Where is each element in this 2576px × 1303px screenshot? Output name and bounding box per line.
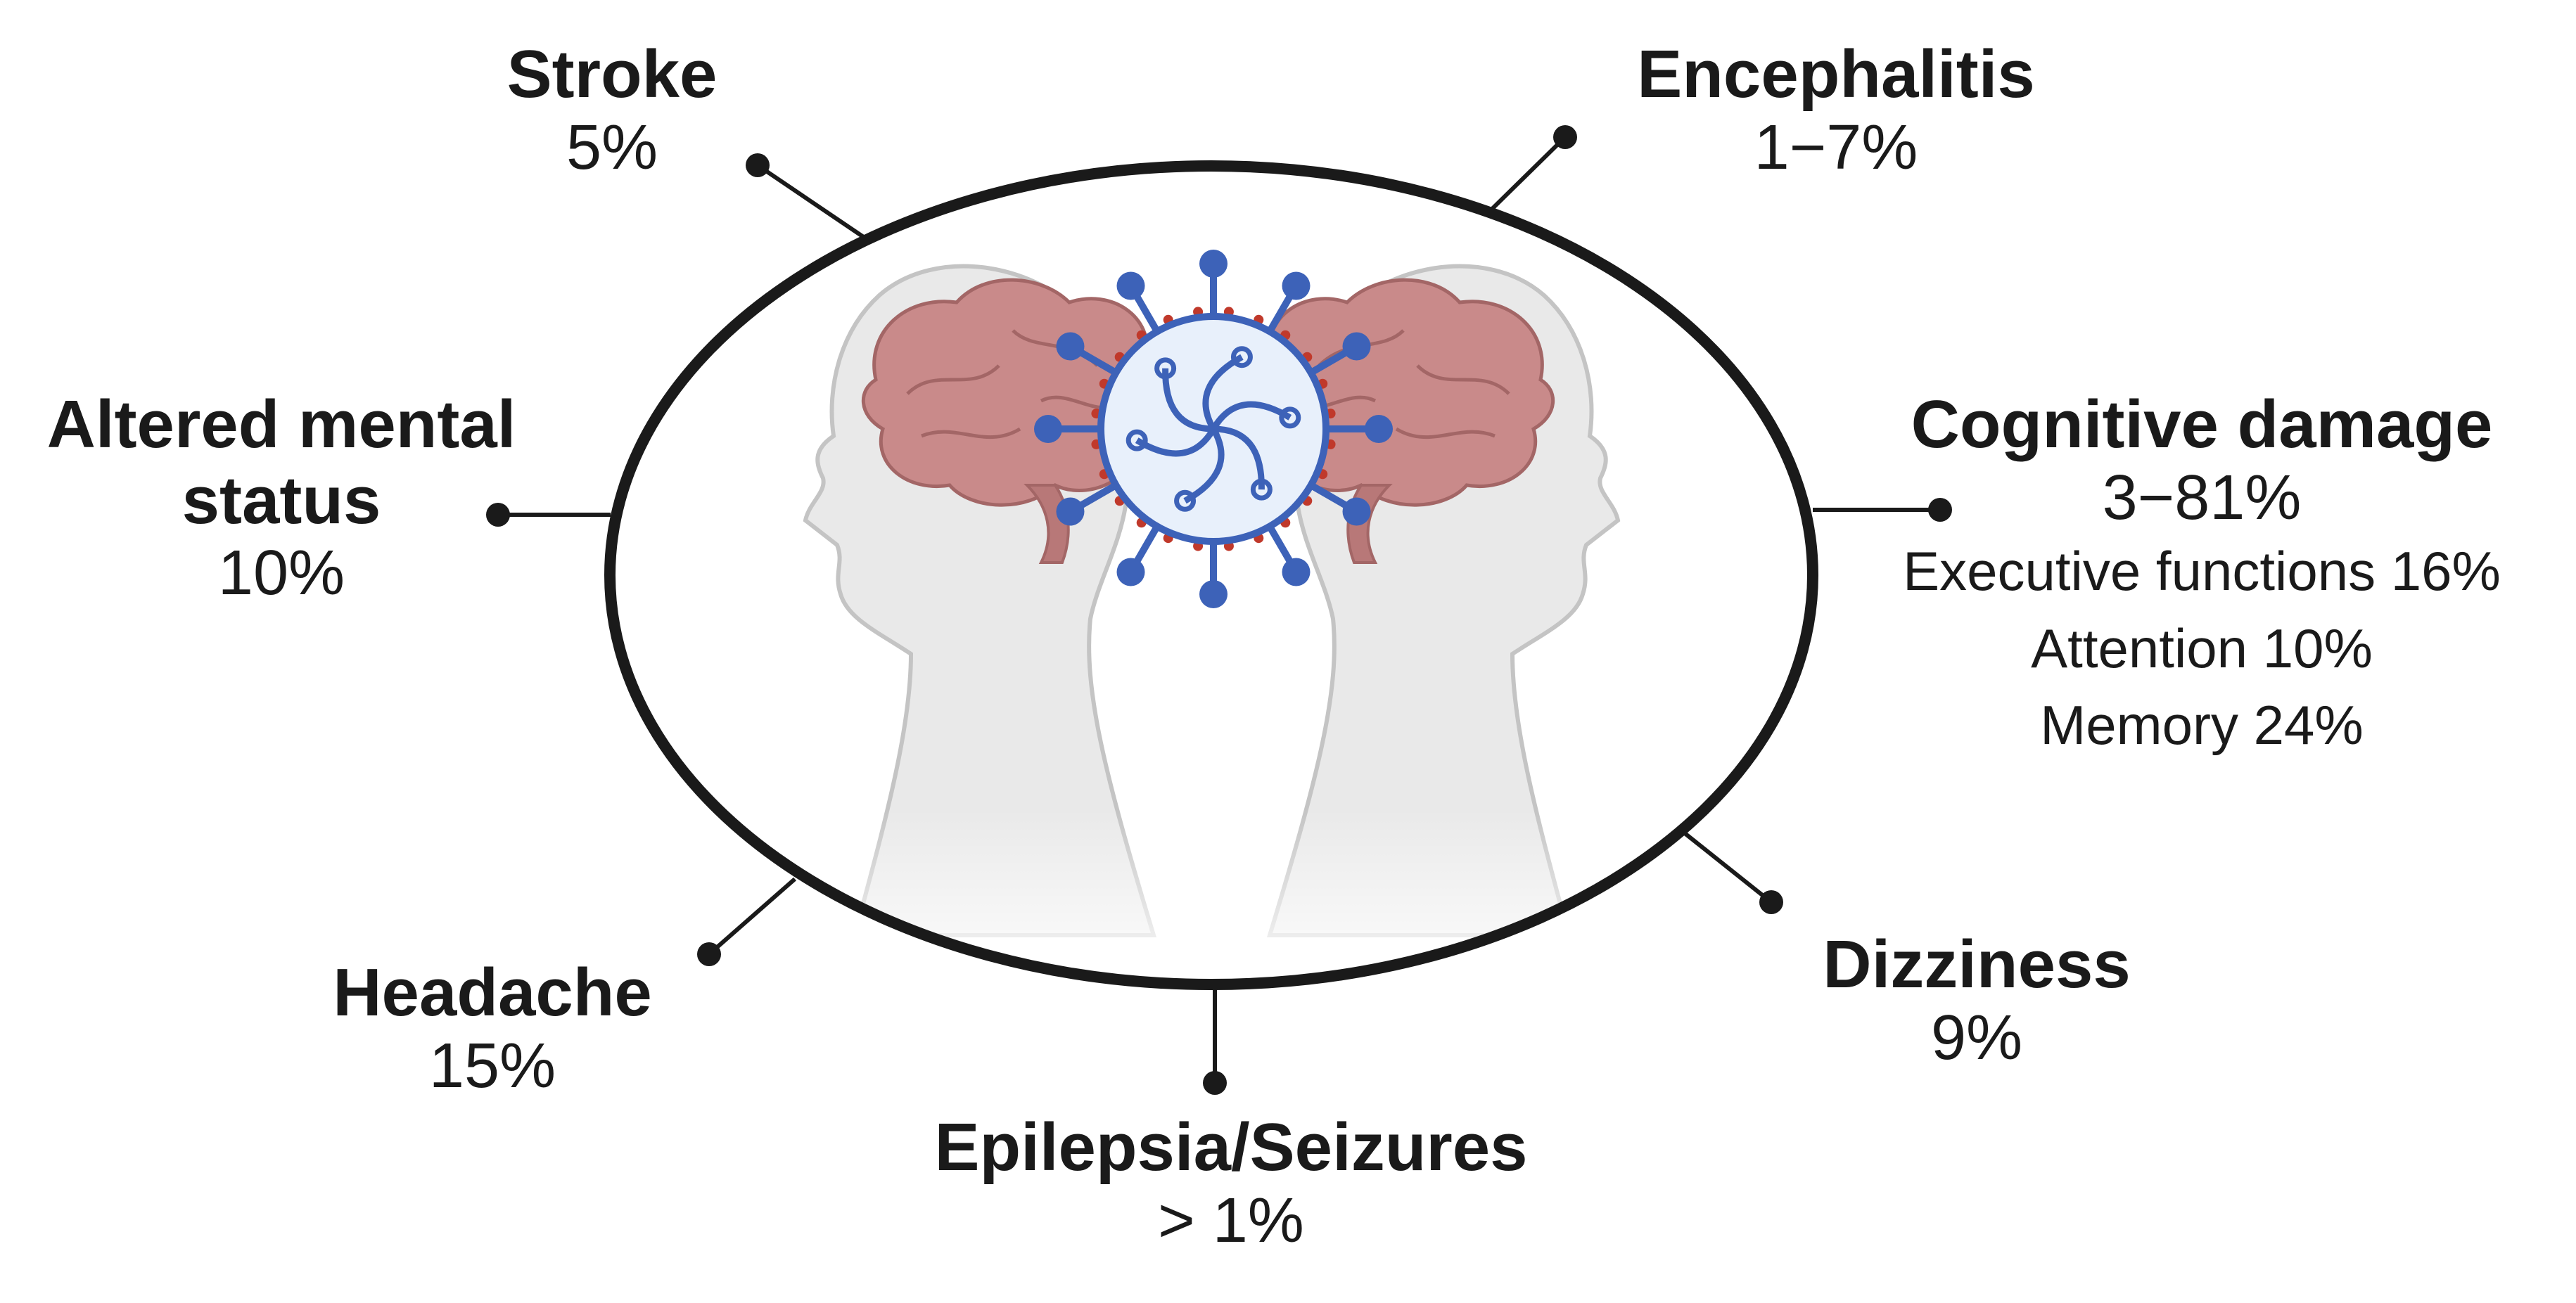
- altered-mental-status-value: 10%: [217, 538, 345, 609]
- label-stroke: Stroke 5%: [429, 37, 795, 183]
- encephalitis-name: Encephalitis: [1637, 37, 2035, 112]
- connector-altered-mental-status: [486, 503, 611, 527]
- oval-frame: [604, 160, 1818, 990]
- altered-mental-status-name: Altered mental status: [46, 387, 516, 538]
- stroke-value: 5%: [566, 112, 658, 183]
- connector-encephalitis: [1484, 125, 1577, 217]
- label-altered-mental-status: Altered mental status 10%: [7, 387, 556, 609]
- dizziness-value: 9%: [1930, 1002, 2023, 1073]
- label-seizures: Epilepsia/Seizures > 1%: [879, 1110, 1583, 1256]
- label-dizziness: Dizziness 9%: [1766, 927, 2188, 1073]
- dizziness-name: Dizziness: [1823, 927, 2131, 1002]
- stroke-name: Stroke: [506, 37, 718, 112]
- headache-value: 15%: [428, 1030, 556, 1101]
- cognitive-detail-memory: Memory 24%: [2040, 693, 2364, 756]
- connector-dizziness: [1683, 831, 1783, 914]
- cognitive-detail-executive: Executive functions 16%: [1903, 540, 2501, 603]
- connector-stroke: [746, 153, 868, 241]
- connector-headache: [697, 877, 796, 966]
- connector-seizures: [1203, 984, 1227, 1095]
- seizures-value: > 1%: [1158, 1185, 1304, 1256]
- seizures-name: Epilepsia/Seizures: [934, 1110, 1528, 1185]
- label-headache: Headache 15%: [267, 955, 718, 1101]
- label-encephalitis: Encephalitis 1−7%: [1555, 37, 2117, 183]
- connector-cognitive-damage: [1813, 498, 1952, 522]
- encephalitis-value: 1−7%: [1754, 112, 1918, 183]
- headache-name: Headache: [333, 955, 652, 1030]
- coronavirus-icon: [1034, 250, 1393, 608]
- cognitive-damage-name: Cognitive damage: [1911, 387, 2493, 462]
- cognitive-detail-attention: Attention 10%: [2031, 617, 2373, 679]
- cognitive-damage-value: 3−81%: [2102, 462, 2302, 533]
- label-cognitive-damage: Cognitive damage 3−81% Executive functio…: [1829, 387, 2575, 764]
